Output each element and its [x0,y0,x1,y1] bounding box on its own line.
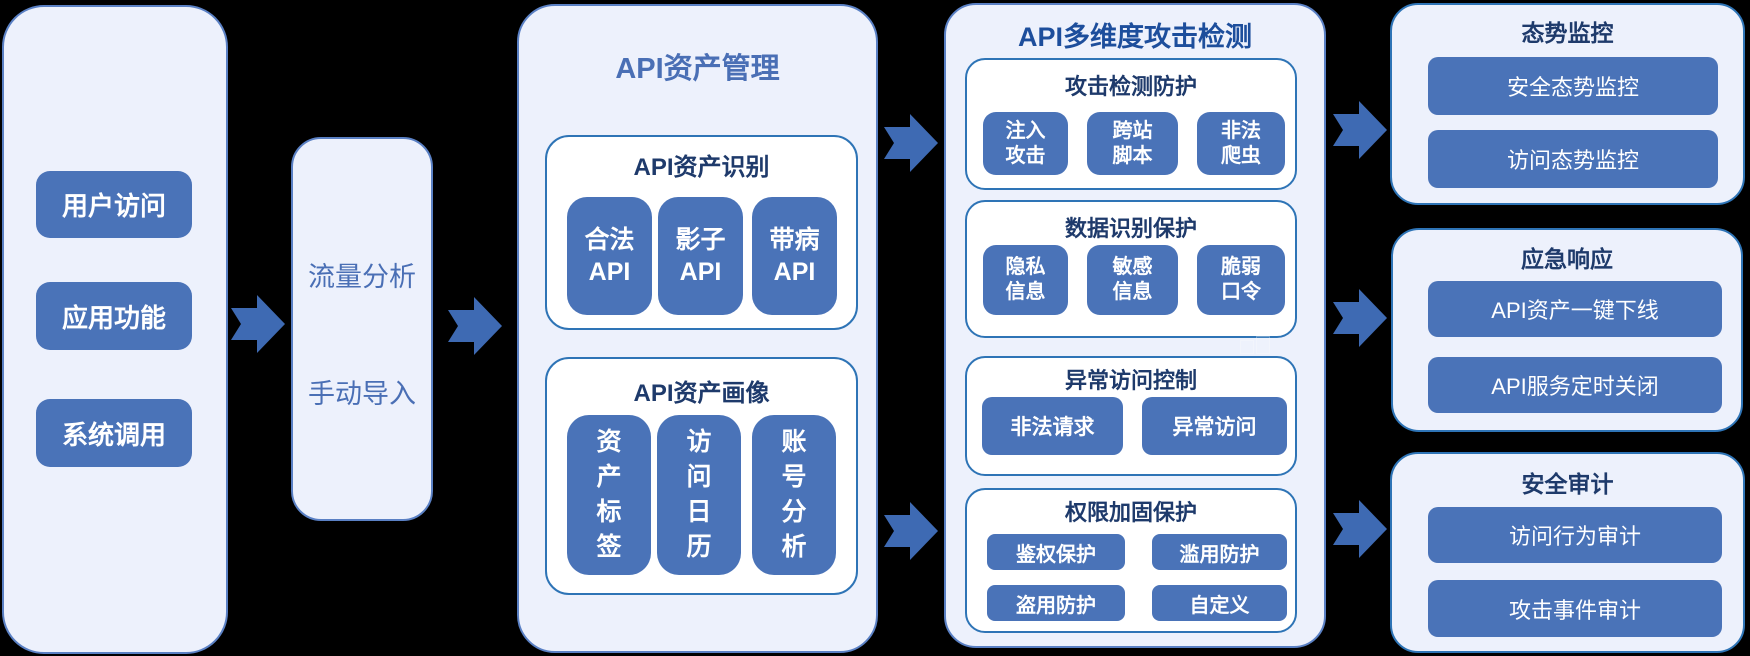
data-protect-title: 数据识别保护 [1064,216,1197,241]
label-manual-import: 手动导入 [308,378,416,409]
block-weak-password: 脆弱 口令 [1197,245,1285,315]
block-xss: 跨站 脚本 [1087,112,1178,175]
block-api-service-scheduled-close: API服务定时关闭 [1428,357,1722,413]
block-illegal-request: 非法请求 [982,397,1123,455]
block-vulnerable-api: 带病 API [752,197,837,315]
block-asset-tag: 资 产 标 签 [567,415,651,575]
block-access-behavior-audit: 访问行为审计 [1428,507,1722,563]
asset-profile-title: API资产画像 [633,379,770,407]
monitoring-title: 态势监控 [1521,20,1614,46]
audit-title: 安全审计 [1521,471,1614,497]
flow-arrow-ingest-to-assets [448,297,502,355]
flow-arrow-detect-to-response [1333,289,1387,347]
flow-arrow-detect-to-audit [1333,500,1387,558]
asset-identify-title: API资产识别 [633,153,770,181]
attack-protect-title: 攻击检测防护 [1064,74,1197,99]
block-sensitive-info: 敏感 信息 [1087,245,1178,315]
block-security-situation-monitor: 安全态势监控 [1428,57,1718,115]
watermark [1236,334,1274,356]
block-abuse-protect: 滥用防护 [1152,534,1287,570]
block-api-asset-offline: API资产一键下线 [1428,281,1722,337]
block-injection-attack: 注入 攻击 [983,112,1068,175]
flow-arrow-assets-to-detect-top [884,114,938,172]
block-app-function: 应用功能 [36,282,192,350]
flow-arrow-detect-to-monitoring [1333,101,1387,159]
block-shadow-api: 影子 API [658,197,743,315]
flow-arrow-assets-to-detect-bottom [884,502,938,560]
asset-management-title: API资产管理 [615,53,780,85]
block-access-situation-monitor: 访问态势监控 [1428,130,1718,188]
response-title: 应急响应 [1521,246,1613,272]
block-privacy-info: 隐私 信息 [983,245,1068,315]
block-auth-protect: 鉴权保护 [987,534,1125,570]
panel-ingest [291,137,433,521]
flow-arrow-sources-to-ingest [231,295,285,353]
abnormal-access-title: 异常访问控制 [1064,368,1197,393]
attack-detection-title: API多维度攻击检测 [1017,21,1252,52]
block-access-calendar: 访 问 日 历 [657,415,741,575]
block-legal-api: 合法 API [567,197,652,315]
block-custom: 自定义 [1152,585,1287,621]
privilege-harden-title: 权限加固保护 [1064,500,1197,525]
block-abnormal-access: 异常访问 [1142,397,1287,455]
block-attack-event-audit: 攻击事件审计 [1428,580,1722,637]
block-theft-protect: 盗用防护 [987,585,1125,621]
block-account-analysis: 账 号 分 析 [752,415,836,575]
block-system-call: 系统调用 [36,399,192,467]
block-illegal-crawler: 非法 爬虫 [1197,112,1285,175]
block-user-access: 用户访问 [36,171,192,238]
label-traffic-analysis: 流量分析 [308,261,416,292]
